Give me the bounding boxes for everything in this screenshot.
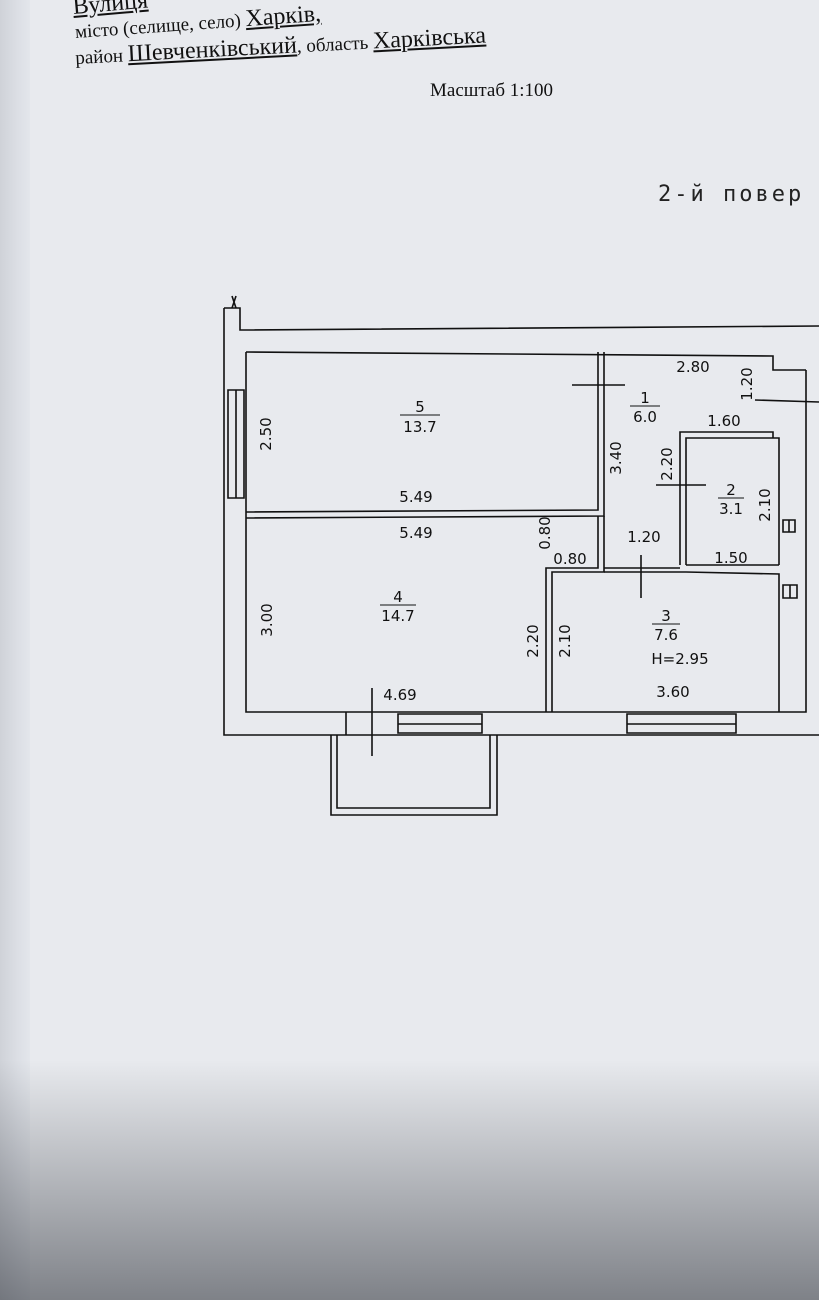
- room-2-number: 2: [726, 481, 736, 499]
- room2-wall: [679, 431, 774, 565]
- balcony-inner: [336, 735, 491, 809]
- dim-3-00: 3.00: [258, 603, 276, 636]
- bottom-window-1: [397, 713, 483, 734]
- room-5-label: 5 13.7: [400, 398, 440, 436]
- balcony-outer: [330, 735, 498, 816]
- room2-wall-inner: [685, 437, 780, 565]
- dim-1-20-b: 1.20: [627, 528, 660, 546]
- room-4-area: 14.7: [381, 607, 414, 625]
- dim-1-50: 1.50: [714, 549, 747, 567]
- dim-2-10-b: 2.10: [556, 624, 574, 657]
- left-window: [227, 389, 245, 499]
- dim-1-20-a: 1.20: [738, 367, 756, 400]
- floor-label: 2-й повер: [658, 182, 805, 207]
- inner-wall-top: [245, 351, 806, 371]
- dim-2-20-b: 2.20: [524, 624, 542, 657]
- scale-label: Масштаб 1:100: [430, 80, 554, 101]
- dim-5-49-a: 5.49: [399, 488, 432, 506]
- dim-2-10-a: 2.10: [756, 488, 774, 521]
- room-1-area: 6.0: [633, 408, 657, 426]
- corner-mark: [231, 295, 237, 309]
- room-1-label: 1 6.0: [630, 389, 660, 426]
- inner-wall-outline: [245, 352, 807, 713]
- room3-top-wall: [604, 567, 780, 712]
- room-5-area: 13.7: [403, 418, 436, 436]
- dim-0-80-b: 0.80: [553, 550, 586, 568]
- room3-wall: [545, 516, 599, 712]
- room-1-number: 1: [640, 389, 650, 407]
- wall-mark-1: [782, 519, 796, 533]
- dim-2-80: 2.80: [676, 358, 709, 376]
- wall-mark-2: [782, 584, 798, 599]
- room-2-area: 3.1: [719, 500, 743, 518]
- door-mark-entrance: [754, 399, 819, 403]
- dim-3-60: 3.60: [656, 683, 689, 701]
- room-3-height: H=2.95: [651, 650, 708, 668]
- room3-wall-inner: [551, 516, 605, 712]
- room-5-number: 5: [415, 398, 425, 416]
- room-3-label: 3 7.6 H=2.95: [651, 607, 708, 668]
- room-3-number: 3: [661, 607, 671, 625]
- room-2-label: 2 3.1: [718, 481, 744, 518]
- outer-wall-top: [224, 307, 819, 331]
- bottom-window-2: [626, 713, 737, 734]
- dim-3-40: 3.40: [607, 441, 625, 474]
- room5-wall: [245, 352, 599, 513]
- dim-2-50: 2.50: [257, 417, 275, 450]
- dim-4-69: 4.69: [383, 686, 416, 704]
- dim-5-49-b: 5.49: [399, 524, 432, 542]
- room-3-area: 7.6: [654, 626, 678, 644]
- room-4-label: 4 14.7: [380, 588, 416, 625]
- dim-2-20-a: 2.20: [658, 447, 676, 480]
- dim-0-80-a: 0.80: [536, 516, 554, 549]
- room-4-number: 4: [393, 588, 403, 606]
- outer-wall-outline: [223, 308, 819, 736]
- dim-1-60: 1.60: [707, 412, 740, 430]
